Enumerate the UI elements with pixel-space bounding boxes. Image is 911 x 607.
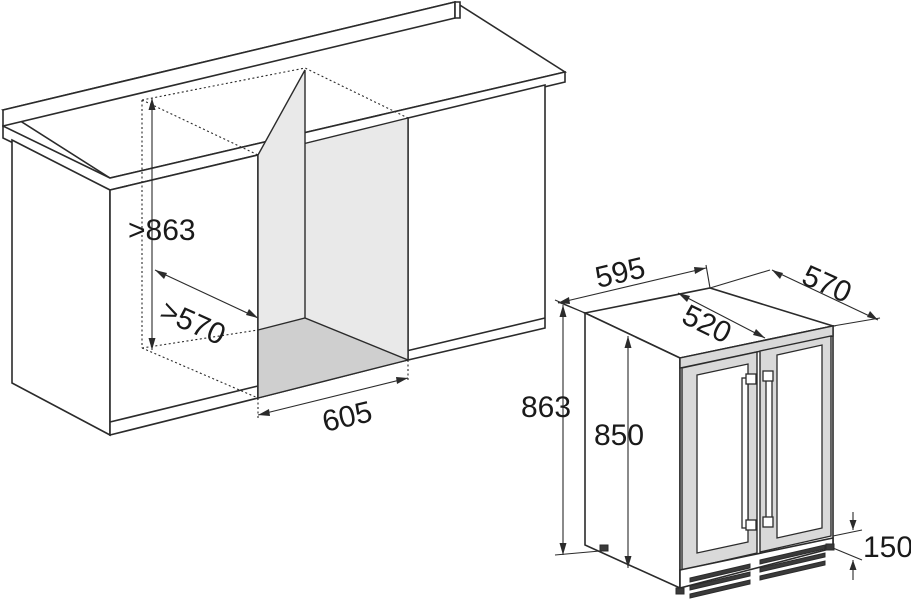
right-door-glass [776, 344, 823, 539]
niche-height-label: >863 [128, 214, 196, 247]
plinth-height-label: 150 [863, 531, 911, 564]
foot [599, 544, 609, 552]
vent-slot [689, 579, 751, 599]
vent-slot [689, 563, 751, 583]
worktop-edge [2, 70, 566, 191]
appliance-depth-label: 570 [797, 259, 856, 310]
vent-slot [759, 560, 826, 581]
right-cabinet-front [407, 83, 546, 362]
kitchen-cabinet-niche [0, 0, 568, 437]
foot [675, 587, 685, 595]
right-door-handle [765, 374, 773, 526]
vent-slot [759, 552, 826, 573]
appliance-width-label: 595 [592, 251, 648, 294]
left-cabinet-side [11, 138, 111, 437]
vent-slot [689, 571, 751, 591]
niche-width-label: 605 [319, 395, 375, 438]
left-door-glass [696, 363, 749, 554]
appliance-body-height-label: 850 [594, 419, 644, 452]
left-door-handle [741, 377, 749, 529]
left-cabinet-front [109, 153, 259, 437]
foot [825, 543, 835, 551]
vent-slot [759, 544, 826, 565]
appliance-total-height-label: 863 [521, 391, 571, 424]
wine-cooler [554, 264, 881, 599]
control-strip [679, 325, 834, 369]
